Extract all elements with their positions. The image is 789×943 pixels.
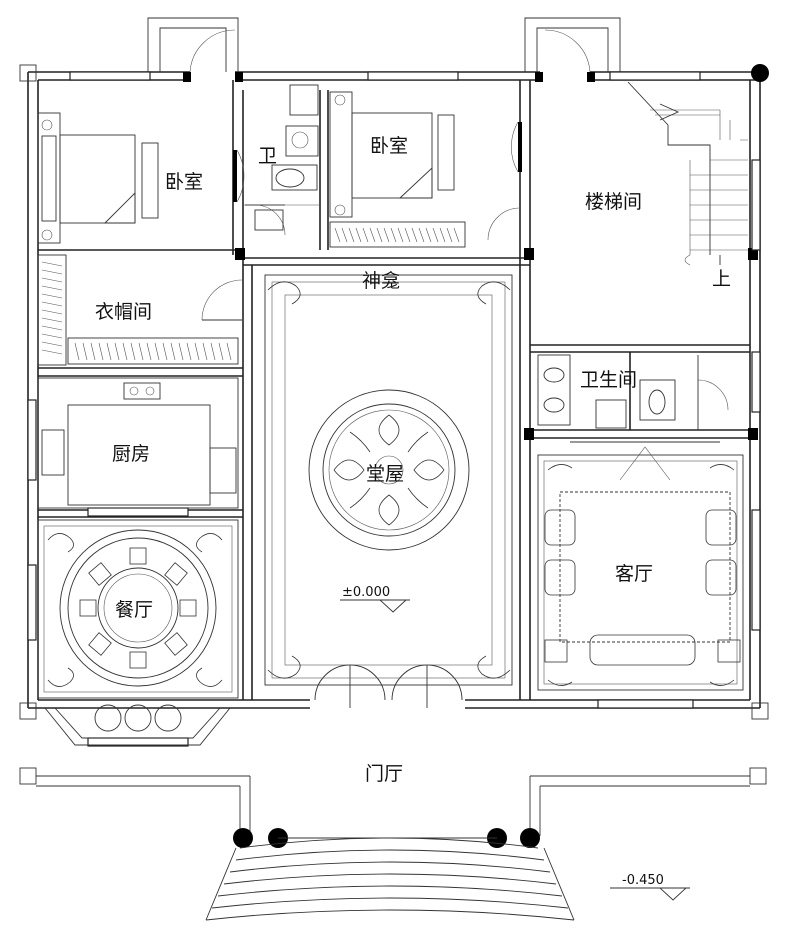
label-outside-level: -0.450: [622, 873, 664, 888]
label-wardrobe: 衣帽间: [95, 301, 152, 323]
label-stair-up: 上: [712, 268, 731, 290]
windows: [27, 71, 761, 747]
kitchen-counters: [37, 377, 239, 509]
entrance-porch: [19, 767, 767, 921]
staircase: [627, 81, 748, 266]
main-hall-decor: [264, 274, 513, 686]
label-stairwell: 楼梯间: [585, 191, 642, 213]
bay-window: [44, 704, 231, 746]
wall-posts: [183, 64, 769, 440]
interior-walls: [38, 80, 750, 700]
label-main-hall: 堂屋: [366, 463, 404, 485]
top-protrusions: [147, 17, 621, 73]
living-room-decor: [537, 441, 744, 691]
bath-fixtures: [243, 84, 320, 231]
label-entrance-hall: 门厅: [365, 763, 403, 785]
dining-room-decor: [37, 519, 239, 699]
label-bedroom-left: 卧室: [165, 171, 203, 193]
label-shrine: 神龛: [362, 270, 400, 292]
label-bedroom-mid: 卧室: [370, 135, 408, 157]
label-dining-room: 餐厅: [115, 599, 153, 621]
bed-left: [37, 112, 159, 244]
label-kitchen: 厨房: [112, 443, 150, 465]
label-bathroom: 卫生间: [580, 369, 637, 391]
bed-mid: [329, 91, 466, 248]
label-hall-level: ±0.000: [342, 585, 390, 600]
label-living-room: 客厅: [615, 563, 653, 585]
label-bath-small: 卫: [258, 145, 277, 167]
bathroom-fixtures: [537, 351, 729, 430]
wardrobe-shelves: [37, 254, 239, 366]
doors: [201, 121, 522, 708]
elevation-marks: [340, 599, 690, 901]
